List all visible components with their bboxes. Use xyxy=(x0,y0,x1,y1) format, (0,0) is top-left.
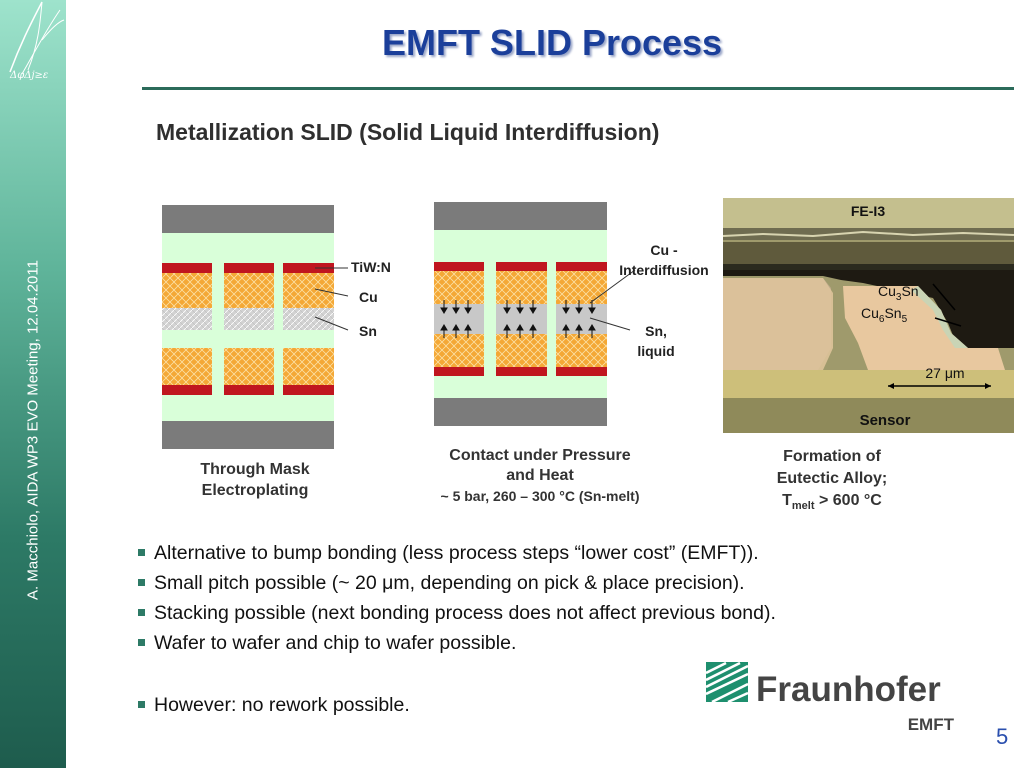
step2-structure: Cu - Interdiffusion Sn, liquid xyxy=(434,202,709,426)
fraunhofer-logo-icon: Fraunhofer EMFT xyxy=(705,661,955,734)
fraunhofer-name: Fraunhofer xyxy=(756,670,941,709)
label-cu-interdiffusion-1: Cu - xyxy=(650,242,678,258)
photo-label-sensor: Sensor xyxy=(860,412,911,429)
sidebar: ΔφΔj≥ε A. Macchiolo, AIDA WP3 EVO Meetin… xyxy=(0,0,66,768)
bullet-item: However: no rework possible. xyxy=(136,690,776,720)
caption-step2-line1: Contact under Pressure xyxy=(449,447,631,464)
bullet-item: Wafer to wafer and chip to wafer possibl… xyxy=(136,628,776,658)
caption-step2-line2: and Heat xyxy=(506,467,574,484)
label-cu: Cu xyxy=(359,289,378,305)
caption-step1-line1: Through Mask xyxy=(200,461,310,478)
label-tiw: TiW:N xyxy=(351,259,391,275)
label-sn-liquid-1: Sn, xyxy=(645,323,667,339)
caption-step3-line1: Formation of xyxy=(783,448,881,465)
label-sn-liquid-2: liquid xyxy=(637,343,674,359)
bullet-item: Small pitch possible (~ 20 μm, depending… xyxy=(136,568,776,598)
bullet-item: Alternative to bump bonding (less proces… xyxy=(136,538,776,568)
subtitle: Metallization SLID (Solid Liquid Interdi… xyxy=(156,119,660,145)
caption-step3-line3: Tmelt > 600 °C xyxy=(782,492,882,513)
photo-label-cu3sn: Cu3Sn xyxy=(878,283,919,303)
page-number: 5 xyxy=(996,724,1009,749)
photo-label-cu6sn5: Cu6Sn5 xyxy=(861,305,908,325)
caption-step2: Contact under Pressure and Heat ~ 5 bar,… xyxy=(390,446,690,506)
title-divider xyxy=(142,87,1014,90)
sidebar-meeting-text: A. Macchiolo, AIDA WP3 EVO Meeting, 12.0… xyxy=(24,260,42,600)
aida-logo-icon: ΔφΔj≥ε xyxy=(9,1,65,80)
label-cu-interdiffusion-2: Interdiffusion xyxy=(619,262,708,278)
step1-structure: TiW:N Cu Sn xyxy=(162,205,391,449)
bullet-list: Alternative to bump bonding (less proces… xyxy=(136,538,776,720)
page-title: EMFT SLID Process xyxy=(381,22,723,63)
caption-step2-line3: ~ 5 bar, 260 – 300 °C (Sn-melt) xyxy=(440,488,640,504)
bullet-item: Stacking possible (next bonding process … xyxy=(136,598,776,628)
caption-step1-line2: Electroplating xyxy=(201,482,309,499)
cross-section-photo: FE-I3 Cu3Sn Cu6Sn5 27 μm Sensor xyxy=(723,198,1014,433)
svg-text:ΔφΔj≥ε: ΔφΔj≥ε xyxy=(9,70,48,80)
fraunhofer-logo: Fraunhofer EMFT xyxy=(705,660,966,740)
caption-step3-line2: Eutectic Alloy; xyxy=(776,470,888,487)
label-sn: Sn xyxy=(359,323,377,339)
caption-step3: Formation of Eutectic Alloy; Tmelt > 600… xyxy=(752,446,912,517)
fraunhofer-emft: EMFT xyxy=(908,715,955,734)
caption-step1: Through Mask Electroplating xyxy=(150,459,360,501)
photo-label-width: 27 μm xyxy=(925,365,964,381)
slid-process-diagram: TiW:N Cu Sn xyxy=(162,202,709,449)
photo-label-fe-i3: FE-I3 xyxy=(851,203,885,219)
